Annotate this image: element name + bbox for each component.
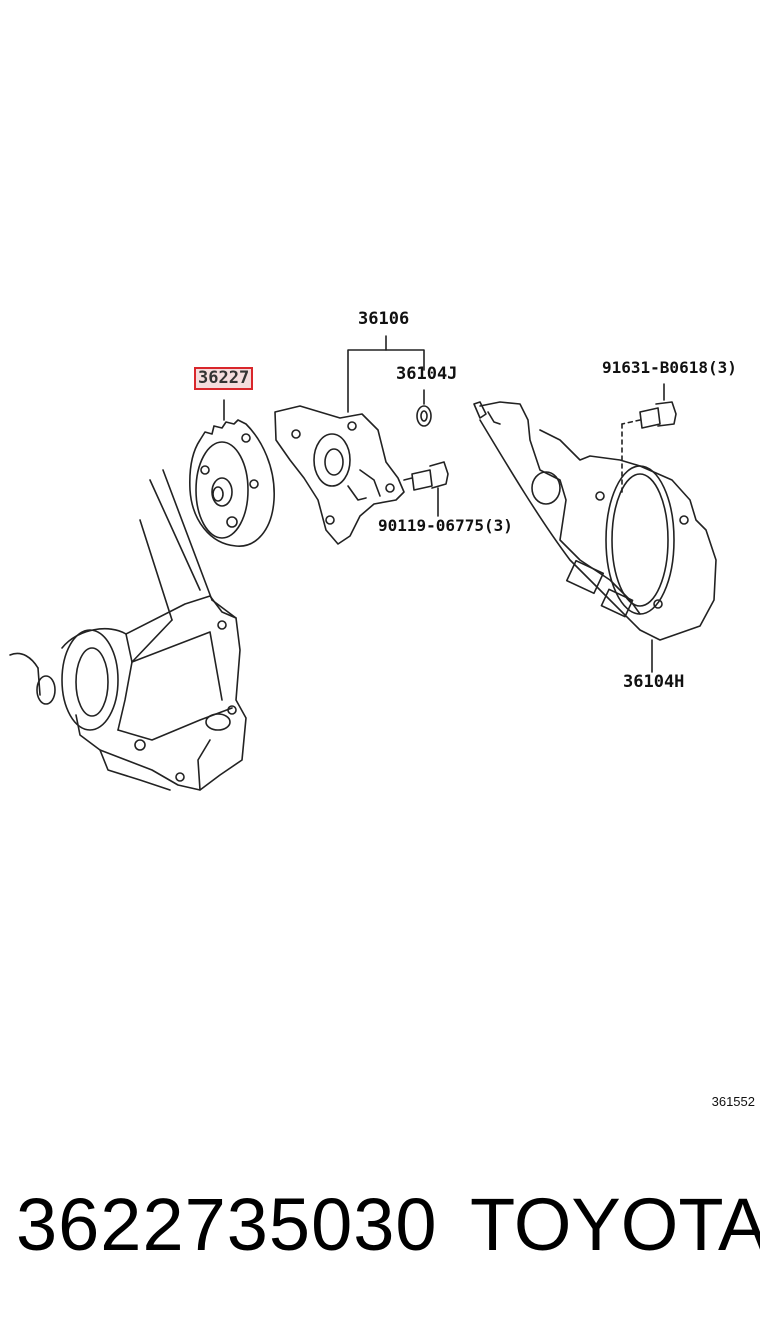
washer-36104J-drawing: [416, 389, 432, 427]
callout-36227[interactable]: 36227: [194, 367, 254, 390]
bolt-91631-drawing: [621, 383, 677, 495]
diagram-reference-code: 361552: [711, 1094, 755, 1109]
cover-36104H-drawing: [473, 401, 717, 673]
callout-36104H[interactable]: 36104H: [623, 672, 685, 692]
engine-housing-drawing: [9, 469, 247, 791]
callout-90119[interactable]: 90119-06775(3): [378, 516, 513, 535]
brand-name: TOYOTA: [470, 1183, 760, 1266]
callout-91631[interactable]: 91631-B0618(3): [602, 358, 737, 377]
callout-36106[interactable]: 36106: [358, 309, 410, 329]
plate-36106-drawing: [274, 335, 425, 545]
bolt-90119-drawing: [403, 461, 449, 517]
part-number-title: 3622735030: [16, 1183, 438, 1266]
gear-36227-drawing: [189, 399, 275, 547]
callout-36104J[interactable]: 36104J: [396, 364, 458, 384]
